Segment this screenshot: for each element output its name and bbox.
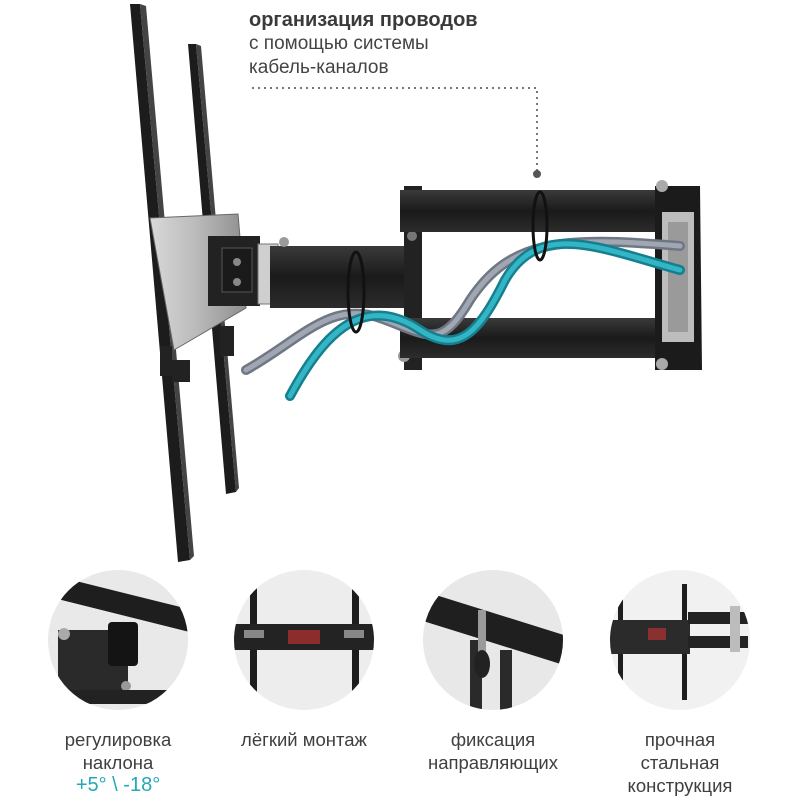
feature-mounting-line-1: лёгкий монтаж [241, 729, 367, 750]
feature-fixation-line-2: направляющих [428, 752, 558, 773]
thumbnail-tilt [48, 570, 188, 710]
thumbnail-construction [610, 570, 750, 710]
tilt-plate [149, 213, 279, 382]
feature-construction-line-3: конструкция [627, 775, 733, 796]
feature-tilt-line-2: наклона [82, 752, 154, 773]
feature-construction: прочная стальная конструкция [595, 728, 765, 797]
callout-leader-line [252, 87, 541, 178]
cables [241, 236, 685, 401]
feature-tilt-line-1: регулировка [64, 729, 172, 750]
callout-line-3: кабель-каналов [249, 57, 389, 78]
callout-line-2: с помощью системы [249, 33, 429, 54]
feature-tilt-range: +5° \ -18° [75, 774, 161, 796]
feature-construction-line-1: прочная [644, 729, 716, 750]
thumbnail-fixation [423, 570, 563, 710]
thumbnail-mounting [234, 570, 374, 710]
feature-construction-line-2: стальная [640, 752, 720, 773]
callout-title: организация проводов [249, 9, 478, 31]
feature-fixation: фиксация направляющих [408, 728, 578, 774]
articulating-arm-2 [400, 190, 675, 358]
feature-fixation-line-1: фиксация [450, 729, 536, 750]
cable-management-callout: организация проводов с помощью системы к… [249, 8, 478, 80]
wall-bracket [655, 180, 702, 370]
feature-tilt: регулировка наклона +5° \ -18° [33, 728, 203, 797]
feature-mounting: лёгкий монтаж [219, 728, 389, 751]
cable-ties [346, 190, 549, 334]
